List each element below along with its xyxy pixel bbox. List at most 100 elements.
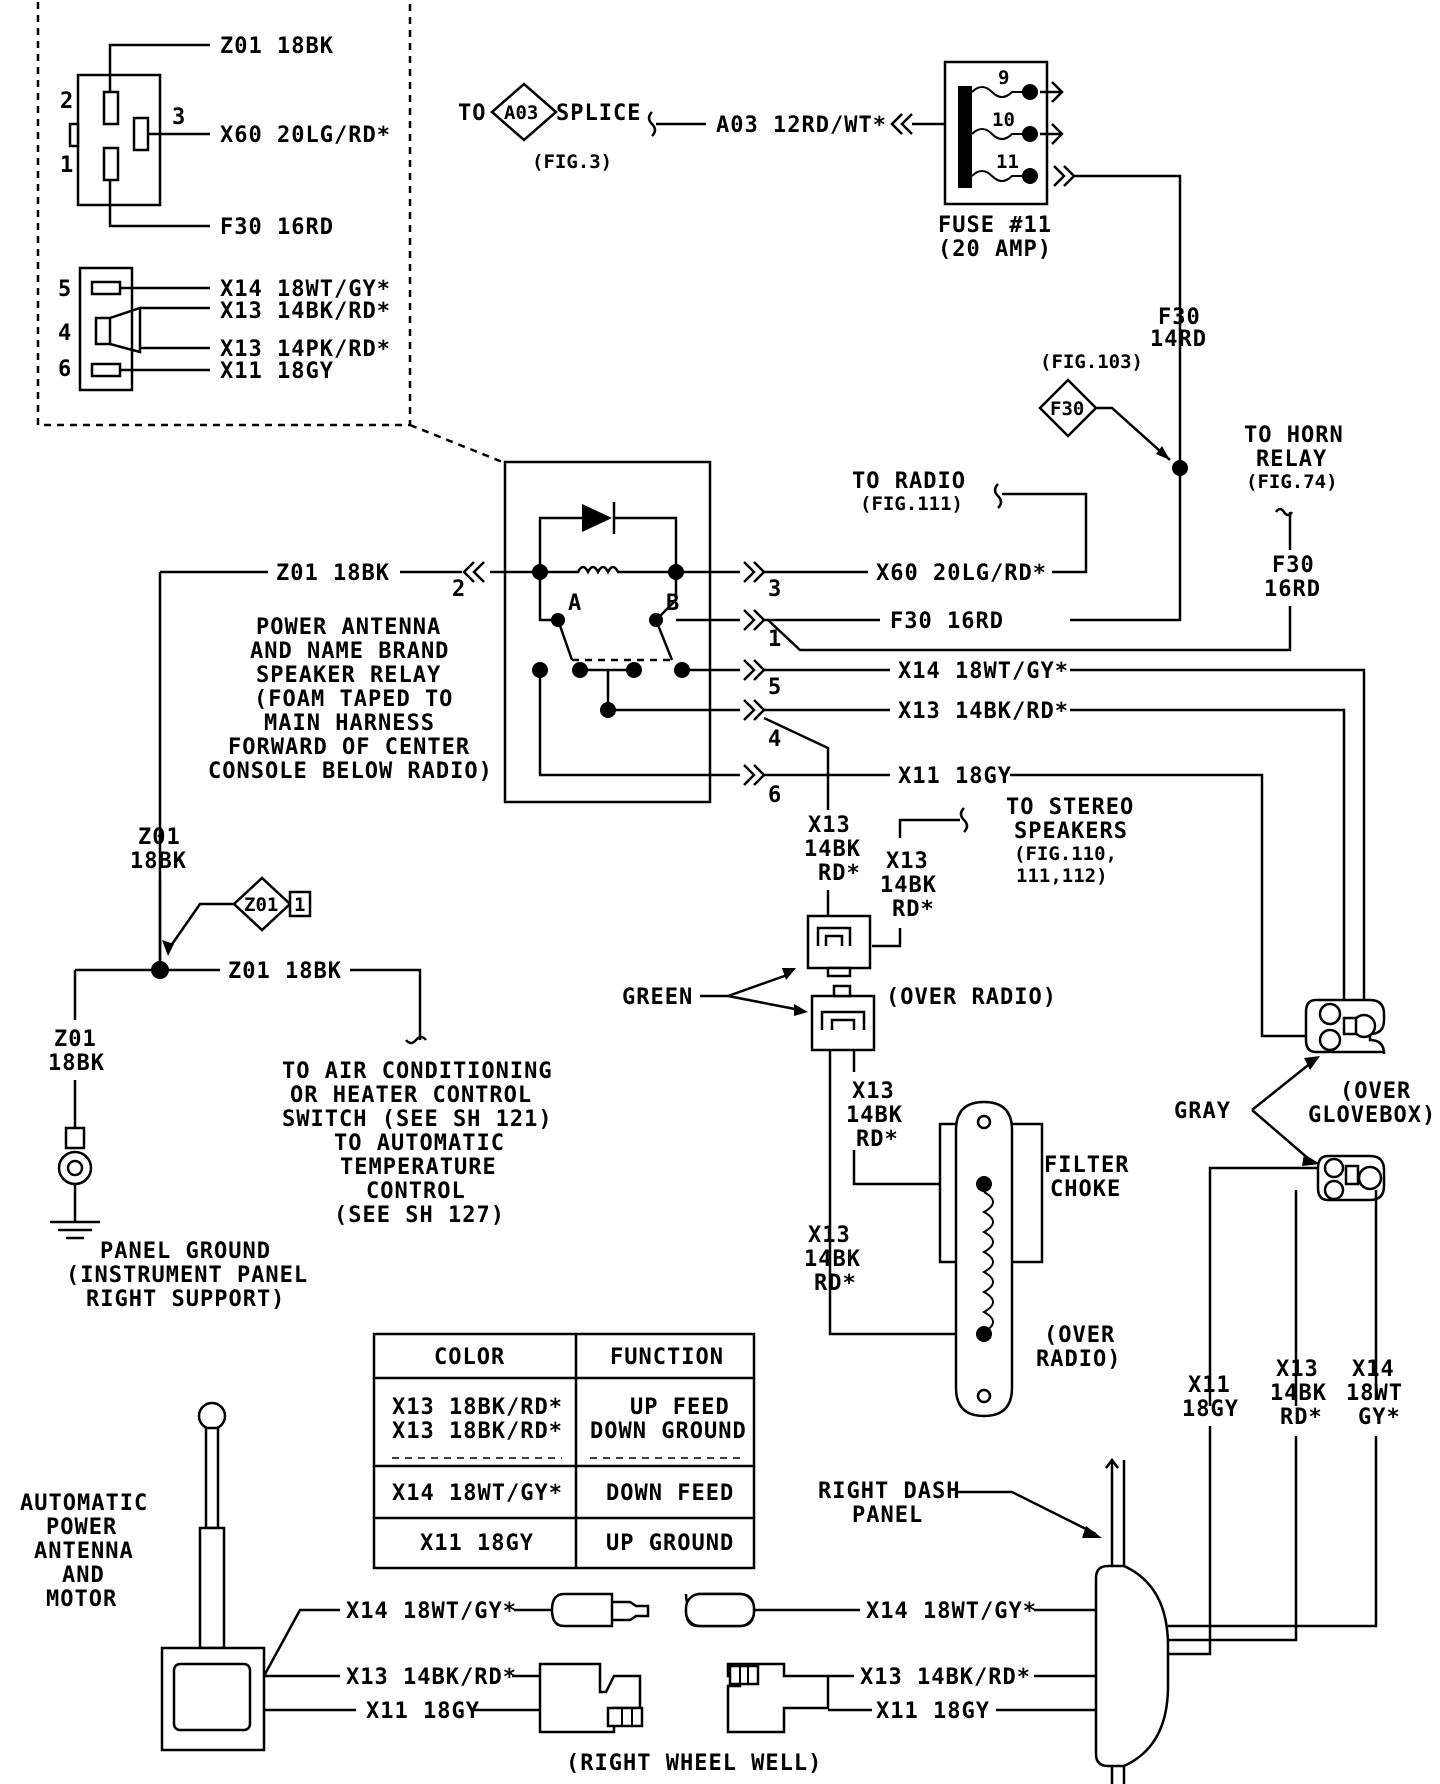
wheel-well-label: (RIGHT WHEEL WELL) xyxy=(566,1751,822,1776)
table-header-function: FUNCTION xyxy=(610,1345,724,1370)
over-radio-label: (OVER RADIO) xyxy=(886,985,1057,1010)
svg-text:X11: X11 xyxy=(1188,1373,1231,1398)
choke-body xyxy=(954,1100,1014,1418)
svg-text:GY*: GY* xyxy=(1358,1405,1401,1430)
svg-text:111,112): 111,112) xyxy=(1016,865,1108,887)
radio-ref: TO RADIO (FIG.111) xyxy=(852,469,1088,574)
svg-text:PANEL: PANEL xyxy=(852,1503,923,1528)
svg-text:ANTENNA: ANTENNA xyxy=(34,1539,134,1564)
ground-z01b: Z01 xyxy=(54,1027,97,1052)
table-r1c2a: UP FEED xyxy=(630,1395,730,1420)
svg-text:(FOAM TAPED TO: (FOAM TAPED TO xyxy=(254,687,453,712)
panel-ground-label: PANEL GROUND (INSTRUMENT PANEL RIGHT SUP… xyxy=(66,1239,308,1312)
table-r3c2: UP GROUND xyxy=(606,1531,734,1556)
stereo-section: X13 14BK RD* X13 14BK RD* TO STEREO SPEA… xyxy=(622,795,1133,1052)
relay-box xyxy=(503,460,712,804)
svg-text:(OVER: (OVER xyxy=(1340,1079,1411,1104)
svg-text:TO AUTOMATIC: TO AUTOMATIC xyxy=(334,1131,505,1156)
svg-text:14BK: 14BK xyxy=(880,873,937,898)
choke-over: (OVER RADIO) xyxy=(1036,1323,1121,1372)
dash-grommet xyxy=(1094,1564,1170,1768)
svg-text:RIGHT SUPPORT): RIGHT SUPPORT) xyxy=(86,1287,285,1312)
svg-text:RD*: RD* xyxy=(1280,1405,1323,1430)
horn-l2: RELAY xyxy=(1256,447,1327,472)
inset-pin-6: 6 xyxy=(58,357,72,382)
horn-w1: F30 xyxy=(1272,553,1315,578)
inset-pin-5: 5 xyxy=(58,277,72,302)
terminal-3 xyxy=(132,116,150,152)
stereo-to-label: TO STEREO SPEAKERS (FIG.110, 111,112) xyxy=(1006,795,1133,887)
antenna-relay: A B 2 3 1 5 4 6 POWER ANTENNA AND NAME B… xyxy=(208,460,781,808)
radio-l2: (FIG.111) xyxy=(860,493,963,515)
dash-plug-x14 xyxy=(684,1592,756,1628)
inset-border xyxy=(36,2,412,427)
svg-text:RD*: RD* xyxy=(856,1127,899,1152)
dash-wire-x13: X13 14BK/RD* xyxy=(860,1665,1031,1690)
terminal-2 xyxy=(102,90,120,126)
svg-text:14BK: 14BK xyxy=(804,837,861,862)
horn-w2: 16RD xyxy=(1264,577,1321,602)
antenna-plug-x14 xyxy=(550,1592,614,1628)
svg-text:RD*: RD* xyxy=(892,897,935,922)
ground-section: Z01 18BK Z01 1 Z01 18BK Z01 18BK PANEL G… xyxy=(48,825,553,1312)
connector-latch xyxy=(68,122,80,148)
relay-wire-x11: X11 18GY xyxy=(898,764,1012,789)
svg-text:PANEL GROUND: PANEL GROUND xyxy=(100,1239,271,1264)
relay-pin-b: B xyxy=(666,591,680,616)
splice-wire: A03 12RD/WT* xyxy=(716,113,887,138)
svg-text:POWER: POWER xyxy=(46,1515,117,1540)
svg-text:POWER ANTENNA: POWER ANTENNA xyxy=(256,615,441,640)
svg-text:14BK: 14BK xyxy=(804,1247,861,1272)
glovebox-x14: X14 18WT GY* xyxy=(1346,1357,1402,1430)
relay-pin-a: A xyxy=(568,591,582,616)
svg-text:SPEAKERS: SPEAKERS xyxy=(1014,819,1128,844)
fuse-label: FUSE #11 xyxy=(938,213,1052,238)
table-r2c1: X14 18WT/GY* xyxy=(392,1481,563,1506)
svg-text:X13: X13 xyxy=(1276,1357,1319,1382)
antenna-wire-x13: X13 14BK/RD* xyxy=(346,1665,517,1690)
fuse-num-10: 10 xyxy=(992,109,1015,131)
inset-leader xyxy=(409,423,511,467)
svg-text:AND: AND xyxy=(62,1563,105,1588)
glovebox-x13: X13 14BK RD* xyxy=(1270,1357,1326,1430)
svg-text:14BK: 14BK xyxy=(846,1103,903,1128)
svg-text:OR HEATER CONTROL: OR HEATER CONTROL xyxy=(290,1083,532,1108)
svg-text:FILTER: FILTER xyxy=(1044,1153,1129,1178)
inset-wire-f30: F30 16RD xyxy=(220,215,334,240)
splice-label: SPLICE xyxy=(556,101,641,126)
svg-text:SWITCH (SEE SH 121): SWITCH (SEE SH 121) xyxy=(282,1107,553,1132)
relay-wire-x60: X60 20LG/RD* xyxy=(876,561,1047,586)
inset-wire-x14: X14 18WT/GY* xyxy=(220,277,391,302)
stereo-x13a: X13 14BK RD* xyxy=(804,813,861,886)
antenna-mast-top xyxy=(204,1426,220,1530)
terminal-1 xyxy=(102,146,120,182)
horn-relay-ref: TO HORN RELAY (FIG.74) F30 16RD xyxy=(767,423,1343,652)
svg-text:RIGHT DASH: RIGHT DASH xyxy=(818,1479,960,1504)
fuse-bus-bar xyxy=(958,86,972,188)
dash-label: RIGHT DASH PANEL xyxy=(818,1479,960,1528)
fuse-num-9: 9 xyxy=(998,67,1009,89)
ground-bkb: 18BK xyxy=(48,1051,105,1076)
antenna-mast xyxy=(198,1526,226,1650)
f30-fig: (FIG.103) xyxy=(1040,351,1143,373)
relay-wire-x13: X13 14BK/RD* xyxy=(898,699,1069,724)
dash-panel-section: RIGHT DASH PANEL X14 18WT/GY* X13 14BK/R… xyxy=(684,1457,1170,1784)
gray-label: GRAY xyxy=(1174,1099,1231,1124)
svg-text:18GY: 18GY xyxy=(1182,1397,1239,1422)
svg-text:SPEAKER RELAY: SPEAKER RELAY xyxy=(256,663,441,688)
table-r1c1a: X13 18BK/RD* xyxy=(392,1395,563,1420)
splice-diamond xyxy=(490,82,558,142)
glovebox-over: (OVER GLOVEBOX) xyxy=(1308,1079,1435,1128)
svg-text:RADIO): RADIO) xyxy=(1036,1347,1121,1372)
svg-text:CONSOLE BELOW RADIO): CONSOLE BELOW RADIO) xyxy=(208,759,493,784)
dash-wire-x14: X14 18WT/GY* xyxy=(866,1599,1037,1624)
ground-id: Z01 xyxy=(244,894,278,916)
svg-text:X14: X14 xyxy=(1352,1357,1395,1382)
inset-wire-x60: X60 20LG/RD* xyxy=(220,123,391,148)
ground-z01a: Z01 xyxy=(138,825,181,850)
table-r1c1b: X13 18BK/RD* xyxy=(392,1419,563,1444)
choke-x13b: X13 14BK RD* xyxy=(804,1223,861,1296)
function-table: COLOR FUNCTION X13 18BK/RD* X13 18BK/RD*… xyxy=(372,1332,756,1570)
svg-text:(INSTRUMENT PANEL: (INSTRUMENT PANEL xyxy=(66,1263,308,1288)
